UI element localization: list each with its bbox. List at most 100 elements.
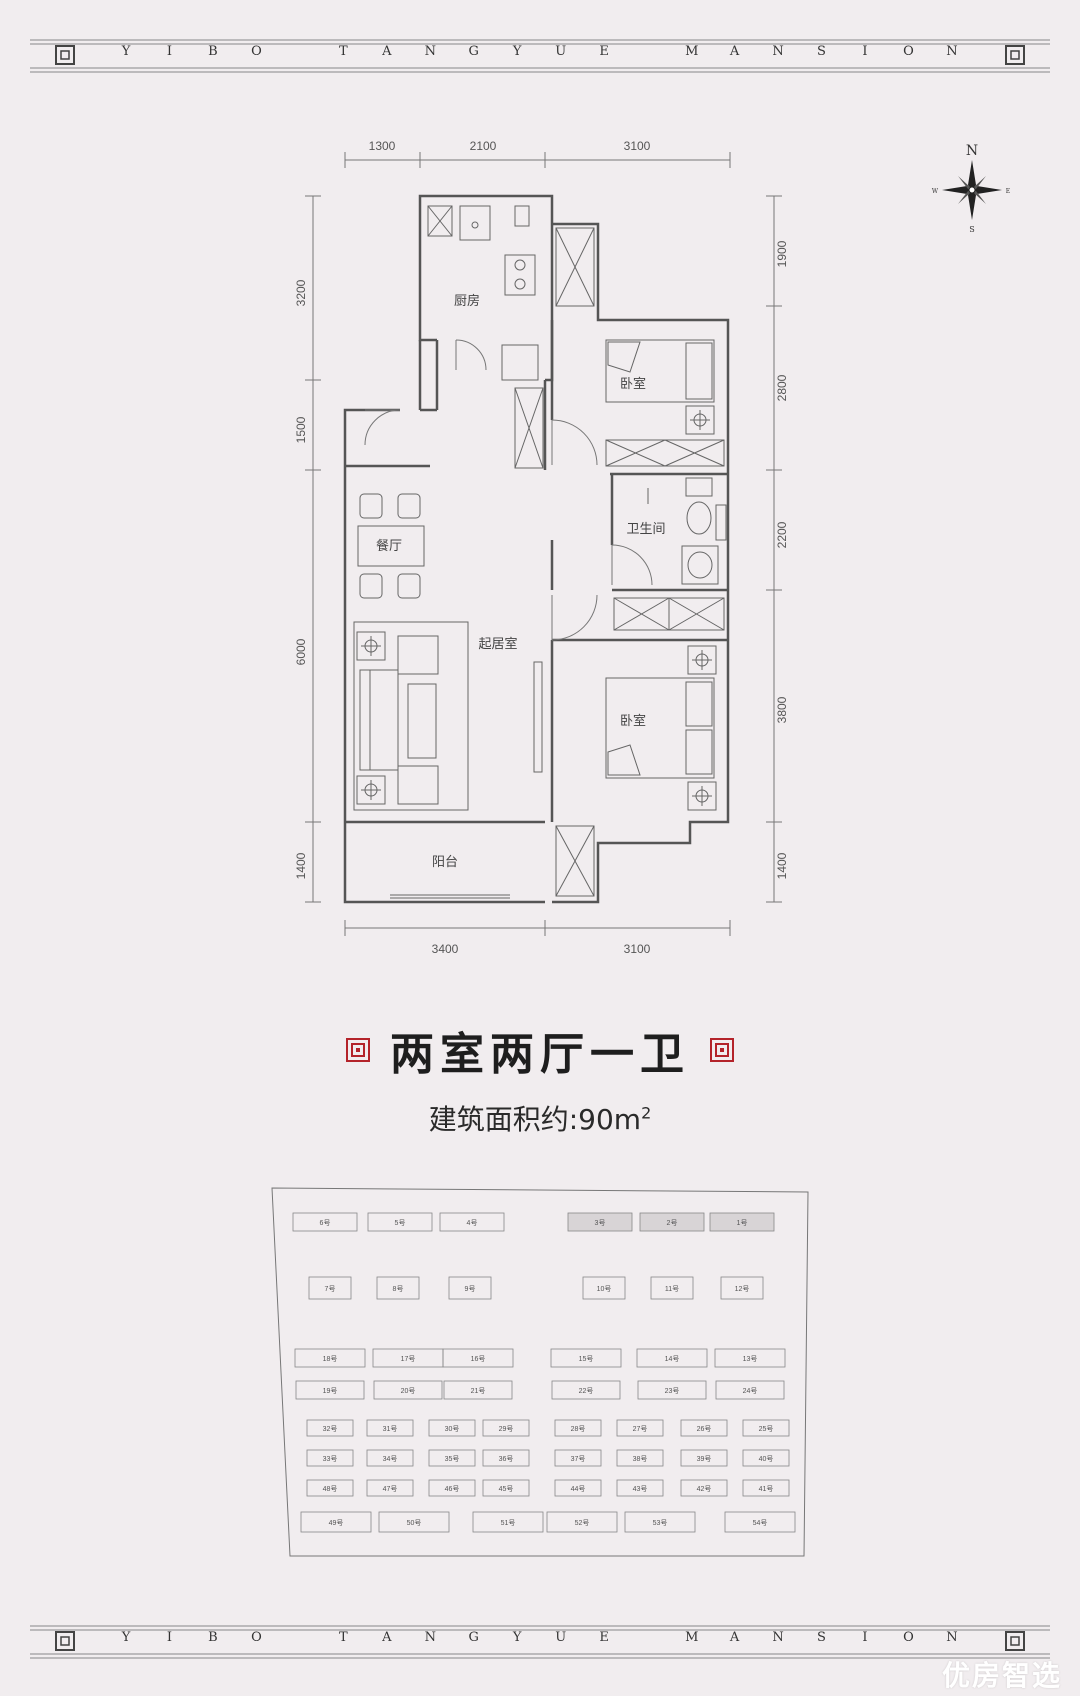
compass-icon: N S W E — [932, 143, 1010, 234]
building-label: 5号 — [395, 1219, 406, 1227]
building-label: 4号 — [467, 1219, 478, 1227]
building-marker — [554, 1449, 602, 1467]
building-marker — [550, 1348, 622, 1368]
room-label-balcony: 阳台 — [432, 855, 458, 870]
building-marker — [680, 1449, 728, 1467]
building-marker — [709, 1212, 775, 1232]
building-marker — [294, 1348, 366, 1368]
building-marker — [742, 1449, 790, 1467]
building-label: 31号 — [383, 1425, 398, 1433]
unit-title-row: 两室两厅一卫 — [0, 1018, 1080, 1082]
building-label: 40号 — [759, 1455, 774, 1463]
building-marker — [616, 1449, 664, 1467]
building-label: 9号 — [465, 1285, 476, 1293]
building-marker — [306, 1479, 354, 1497]
title-ornament-left-icon — [345, 1038, 370, 1062]
building-label: 46号 — [445, 1485, 460, 1493]
building-marker — [443, 1380, 513, 1400]
building-marker — [292, 1212, 358, 1232]
building-marker — [472, 1511, 544, 1533]
dim-left-2: 1500 — [294, 416, 308, 443]
building-label: 37号 — [571, 1455, 586, 1463]
building-label: 42号 — [697, 1485, 712, 1493]
building-marker — [724, 1511, 796, 1533]
building-marker — [428, 1449, 476, 1467]
building-label: 15号 — [579, 1355, 594, 1363]
dim-top-3: 3100 — [624, 139, 651, 153]
floor-plan: 1300 2100 3100 3400 3100 3200 1500 6000 … — [294, 139, 1010, 956]
bathroom-fixtures — [647, 477, 727, 585]
watermark: 优房智选 — [941, 1659, 1062, 1692]
building-label: 43号 — [633, 1485, 648, 1493]
building-label: 41号 — [759, 1485, 774, 1493]
building-marker — [308, 1276, 352, 1300]
area-unit-superscript: 2 — [641, 1103, 652, 1123]
building-label: 18号 — [323, 1355, 338, 1363]
dim-bottom-2: 3100 — [624, 942, 651, 956]
building-label: 51号 — [501, 1519, 516, 1527]
footer-ornament-left-icon — [55, 1631, 75, 1651]
building-marker — [482, 1449, 530, 1467]
compass-south: S — [969, 225, 974, 234]
room-label-bedroom-bottom: 卧室 — [620, 713, 646, 729]
building-label: 10号 — [597, 1285, 612, 1293]
building-label: 29号 — [499, 1425, 514, 1433]
building-marker — [624, 1511, 696, 1533]
area-label: 建筑面积约:90m — [428, 1103, 642, 1136]
building-label: 25号 — [759, 1425, 774, 1433]
dim-right-4: 3800 — [775, 696, 789, 723]
building-label: 32号 — [323, 1425, 338, 1433]
dining-set — [357, 493, 425, 599]
building-marker — [680, 1419, 728, 1437]
building-label: 23号 — [665, 1387, 680, 1395]
bed-top — [605, 339, 725, 467]
compass-west: W — [932, 188, 939, 195]
wardrobe — [613, 597, 725, 631]
building-label: 11号 — [665, 1285, 679, 1293]
doors — [364, 339, 653, 641]
building-marker — [428, 1479, 476, 1497]
room-label-bedroom-top: 卧室 — [620, 376, 646, 392]
room-label-dining: 餐厅 — [376, 538, 402, 554]
building-label: 39号 — [697, 1455, 712, 1463]
building-label: 47号 — [383, 1485, 398, 1493]
footer-border — [30, 1625, 1050, 1659]
building-marker — [582, 1276, 626, 1300]
room-label-living: 起居室 — [478, 636, 517, 652]
walls — [343, 194, 730, 904]
building-marker — [366, 1449, 414, 1467]
building-label: 22号 — [579, 1387, 594, 1395]
building-label: 50号 — [407, 1519, 422, 1527]
building-label: 17号 — [401, 1355, 416, 1363]
dim-right-2: 2800 — [775, 374, 789, 401]
building-marker — [448, 1276, 492, 1300]
building-label: 36号 — [499, 1455, 514, 1463]
building-label: 21号 — [471, 1387, 486, 1395]
bed-bottom — [605, 645, 717, 811]
living-furniture — [353, 621, 543, 811]
room-label-bathroom: 卫生间 — [626, 522, 665, 537]
building-marker — [366, 1479, 414, 1497]
building-label: 44号 — [571, 1485, 586, 1493]
building-label: 27号 — [633, 1425, 648, 1433]
dim-left-4: 1400 — [294, 852, 308, 879]
building-marker — [714, 1348, 786, 1368]
building-marker — [720, 1276, 764, 1300]
building-marker — [636, 1348, 708, 1368]
building-marker — [650, 1276, 694, 1300]
building-label: 49号 — [329, 1519, 344, 1527]
building-marker — [546, 1511, 618, 1533]
building-label: 28号 — [571, 1425, 586, 1433]
building-label: 24号 — [743, 1387, 758, 1395]
building-marker — [715, 1380, 785, 1400]
building-label: 26号 — [697, 1425, 712, 1433]
building-marker — [366, 1419, 414, 1437]
building-label: 16号 — [471, 1355, 486, 1363]
building-label: 33号 — [323, 1455, 338, 1463]
building-label: 7号 — [325, 1285, 336, 1293]
compass-east: E — [1006, 188, 1010, 195]
